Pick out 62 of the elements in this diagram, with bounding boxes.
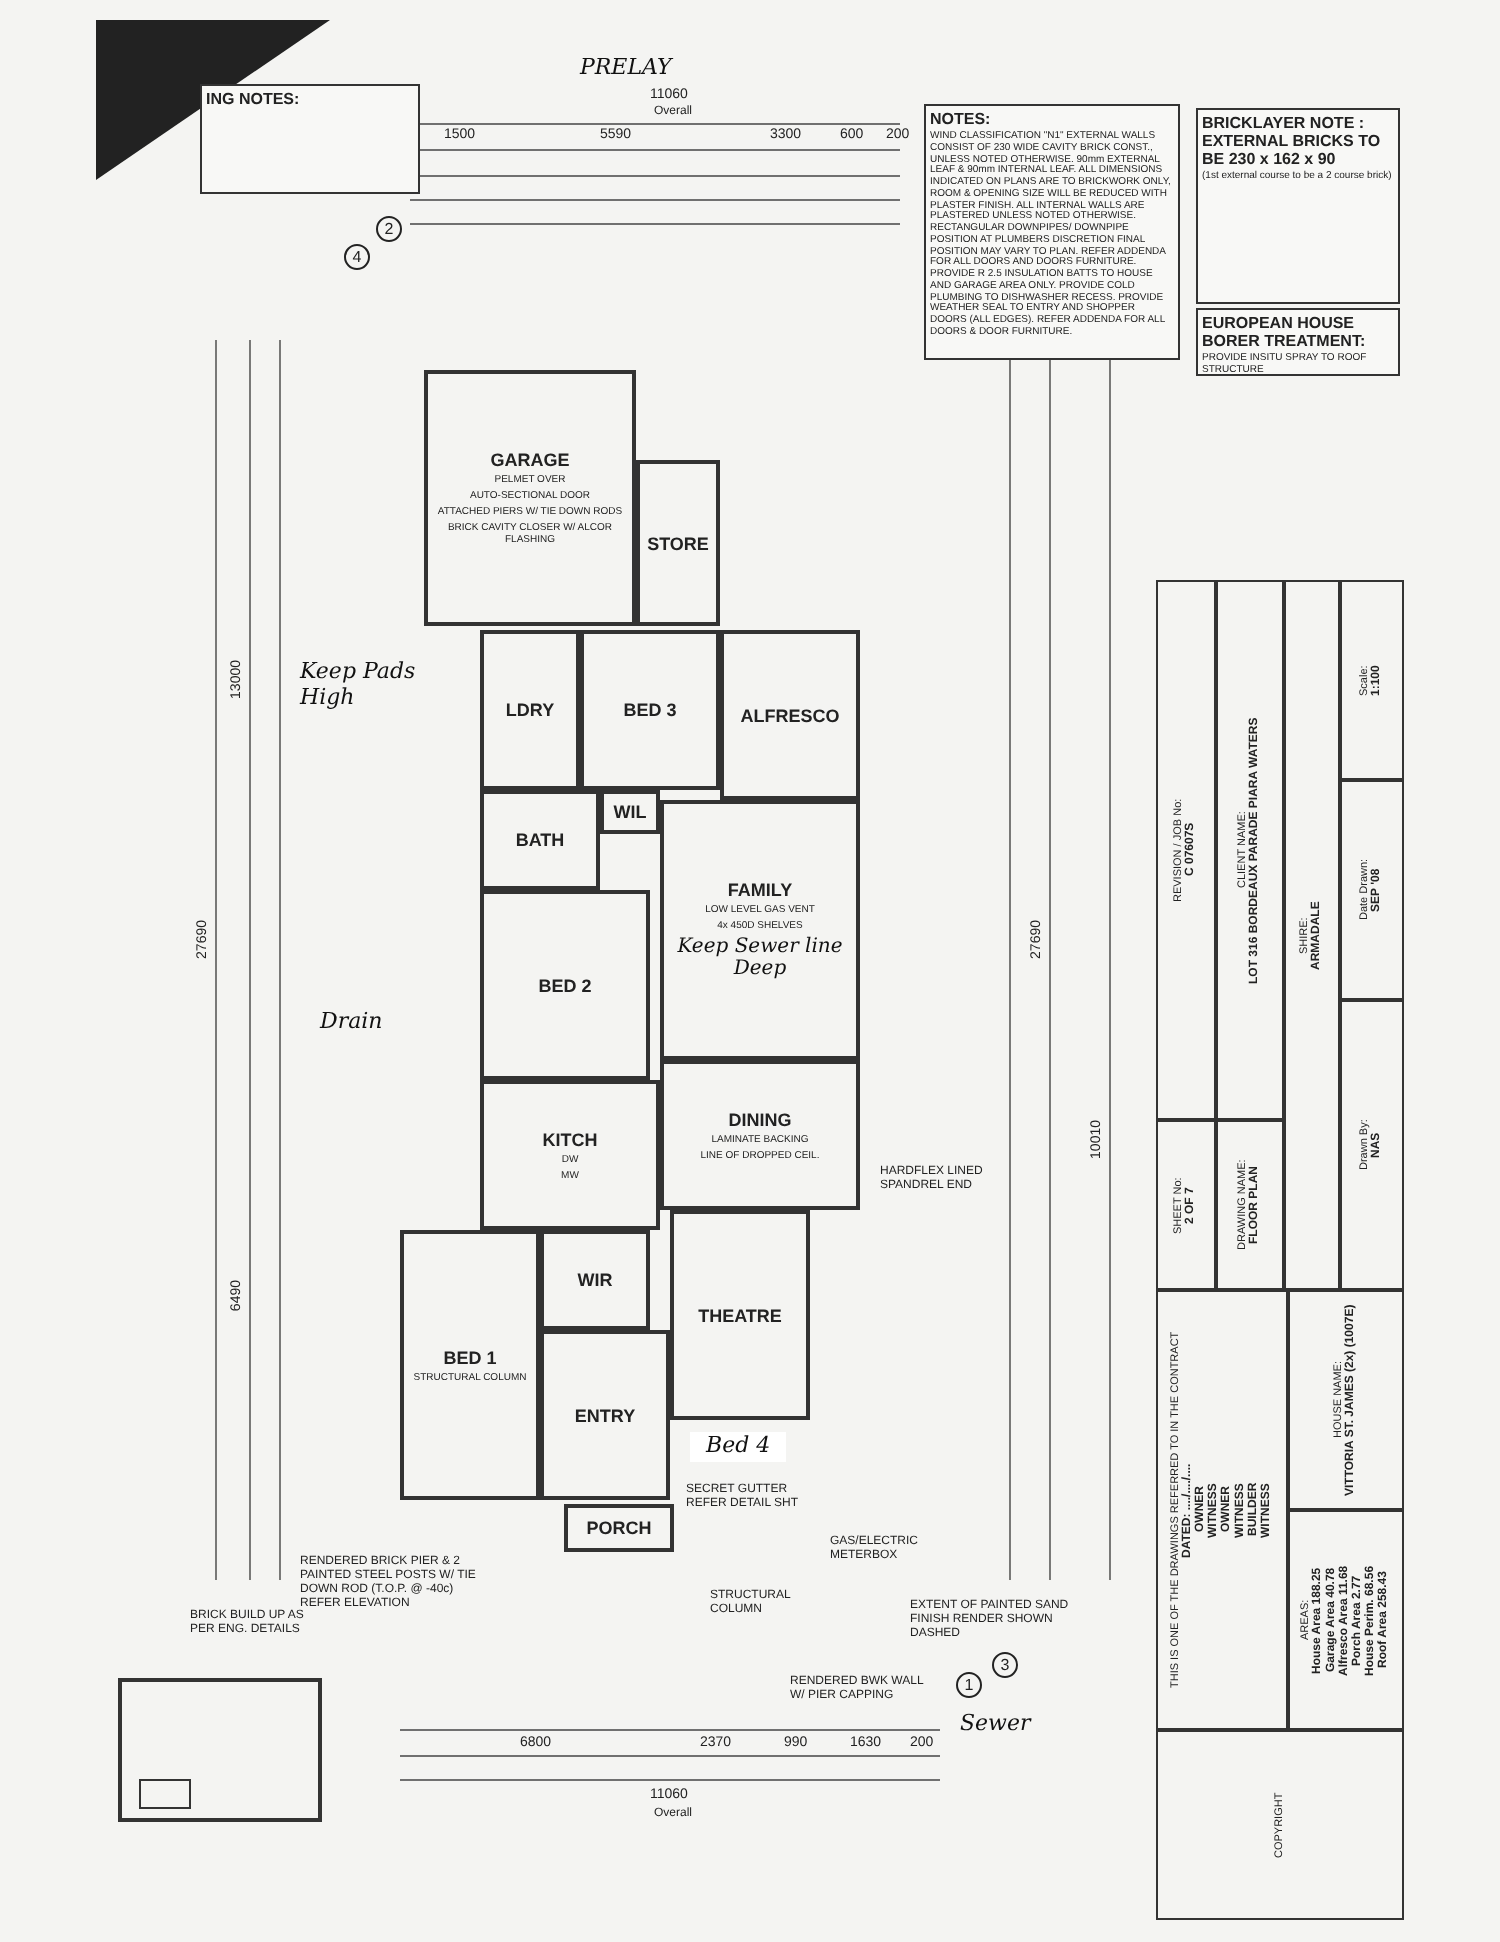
title-block-cell — [1156, 580, 1216, 1120]
note-box — [200, 84, 420, 194]
room — [480, 1080, 660, 1230]
note-heading: BRICKLAYER NOTE : EXTERNAL BRICKS TO BE 230 x 162 x 90 — [1202, 114, 1383, 168]
title-block-cell — [1216, 1120, 1284, 1290]
room-name: WIR — [577, 1270, 613, 1290]
note-box — [1196, 108, 1400, 304]
room — [540, 1330, 670, 1500]
callout-number: 4 — [344, 244, 370, 270]
room-name: ENTRY — [574, 1405, 636, 1425]
room-name: BED 3 — [623, 700, 677, 720]
title-block-cell — [1284, 580, 1340, 1290]
room — [540, 1230, 650, 1330]
room — [660, 800, 860, 1060]
callout-number: 1 — [956, 1672, 982, 1698]
title-block-cell — [1156, 1290, 1288, 1730]
room — [670, 1210, 810, 1420]
room — [564, 1504, 674, 1552]
room-name: KITCH — [542, 1129, 598, 1149]
room — [424, 370, 636, 626]
handwritten-note: PRELAY — [580, 56, 672, 82]
title-block-cell — [1288, 1290, 1404, 1510]
room-name: THEATRE — [698, 1305, 782, 1325]
title-block-cell — [1288, 1510, 1404, 1730]
room-name: ALFRESCO — [740, 705, 840, 725]
title-block-cell — [1156, 1730, 1404, 1920]
title-block-cell — [1340, 780, 1404, 1000]
callout-number: 2 — [376, 216, 402, 242]
handwritten-note: Keep Pads High — [300, 660, 418, 711]
room — [636, 460, 720, 626]
title-block-cell — [1340, 580, 1404, 780]
room-name: BATH — [515, 830, 565, 850]
room — [580, 630, 720, 790]
room — [720, 630, 860, 800]
handwritten-note: Drain — [320, 1010, 383, 1036]
room — [660, 1060, 860, 1210]
room-name: GARAGE — [490, 450, 570, 470]
note-heading: NOTES: — [930, 110, 991, 128]
room — [480, 790, 600, 890]
note-box — [924, 104, 1180, 360]
room — [600, 790, 660, 834]
note-heading: ING NOTES: — [206, 90, 300, 108]
room-name: STORE — [647, 533, 709, 553]
room-name: FAMILY — [727, 880, 793, 900]
room-name: PORCH — [586, 1518, 652, 1538]
title-block-cell — [1156, 1120, 1216, 1290]
room-name: WIL — [613, 802, 647, 822]
note-box — [1196, 308, 1400, 376]
handwritten-note: Sewer — [960, 1712, 1031, 1738]
handwritten-note: Keep Sewer line Deep — [675, 936, 845, 980]
room-name: LDRY — [505, 700, 555, 720]
room — [480, 890, 650, 1080]
title-block-cell — [1340, 1000, 1404, 1290]
title-block-cell — [1216, 580, 1284, 1120]
room — [400, 1230, 540, 1500]
room-name: BED 2 — [538, 975, 592, 995]
room — [480, 630, 580, 790]
handwritten-note: Bed 4 — [690, 1432, 787, 1462]
room-name: BED 1 — [443, 1347, 497, 1367]
room-name: DINING — [728, 1109, 792, 1129]
note-heading: EUROPEAN HOUSE BORER TREATMENT: — [1202, 314, 1368, 350]
callout-number: 3 — [992, 1652, 1018, 1678]
